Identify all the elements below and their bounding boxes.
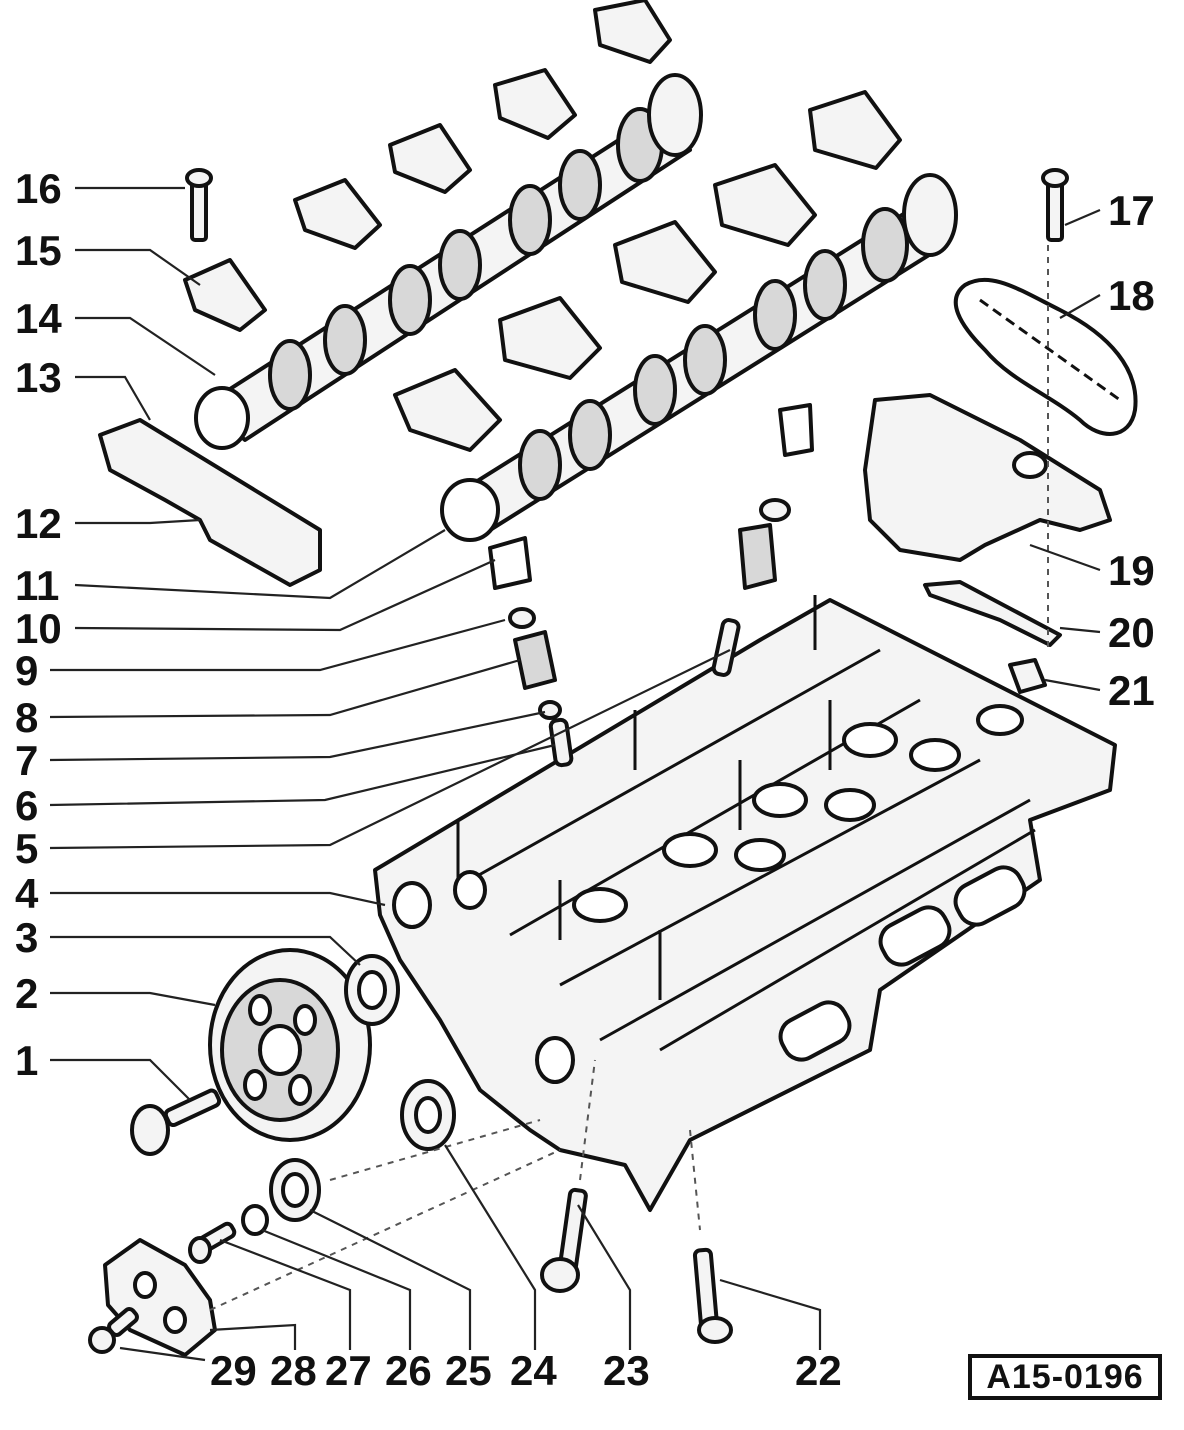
callout-29: 29	[210, 1347, 257, 1394]
callout-numbers: 16 15 14 13 12 11 10 9 8 7 6 5 4 3 2 1 1…	[15, 165, 1155, 1394]
figure-reference-code: A15-0196	[986, 1357, 1144, 1396]
seal-24	[400, 1079, 456, 1151]
bolt-27	[188, 1221, 237, 1264]
camshaft-upper	[194, 73, 703, 450]
bolt-16	[185, 168, 213, 242]
callout-3: 3	[15, 914, 38, 961]
callout-6: 6	[15, 782, 38, 829]
callout-18: 18	[1108, 272, 1155, 319]
bolt-29	[88, 1307, 139, 1354]
callout-13: 13	[15, 354, 62, 401]
callout-19: 19	[1108, 547, 1155, 594]
callout-25: 25	[445, 1347, 492, 1394]
valve-train-right	[711, 403, 814, 677]
bolt-17	[1041, 168, 1069, 242]
callout-24: 24	[510, 1347, 557, 1394]
bolt-22	[692, 1247, 733, 1344]
callout-11: 11	[15, 562, 59, 609]
part-21	[1008, 658, 1047, 694]
callout-28: 28	[270, 1347, 317, 1394]
leader-lines	[49, 186, 1101, 1362]
o-ring-26	[241, 1204, 269, 1236]
callout-12: 12	[15, 500, 62, 547]
callout-23: 23	[603, 1347, 650, 1394]
callout-27: 27	[325, 1347, 372, 1394]
seal-25	[269, 1158, 321, 1222]
callout-9: 9	[15, 647, 38, 694]
callout-8: 8	[15, 694, 38, 741]
valve-train-left	[488, 536, 574, 768]
cylinder-head	[373, 595, 1117, 1212]
camshaft-sprocket	[208, 948, 372, 1142]
figure-reference-label: A15-0196	[968, 1354, 1162, 1400]
callout-15: 15	[15, 227, 62, 274]
callout-26: 26	[385, 1347, 432, 1394]
callout-21: 21	[1108, 667, 1155, 714]
callout-16: 16	[15, 165, 62, 212]
callout-20: 20	[1108, 609, 1155, 656]
callout-22: 22	[795, 1347, 842, 1394]
callout-5: 5	[15, 825, 38, 872]
bolt-1	[130, 1088, 222, 1156]
camshaft-lower	[440, 173, 958, 542]
callout-7: 7	[15, 737, 38, 784]
gasket	[923, 580, 1062, 647]
bearing-bridge	[98, 418, 322, 587]
oil-seal	[344, 954, 400, 1026]
bolt-23	[540, 1187, 588, 1293]
callout-10: 10	[15, 605, 62, 652]
callout-2: 2	[15, 970, 38, 1017]
callout-17: 17	[1108, 187, 1155, 234]
callout-14: 14	[15, 295, 62, 342]
chain-tensioner	[863, 393, 1112, 562]
bearing-caps	[183, 0, 902, 452]
callout-1: 1	[15, 1037, 38, 1084]
timing-chain	[953, 277, 1138, 436]
callout-4: 4	[15, 870, 39, 917]
